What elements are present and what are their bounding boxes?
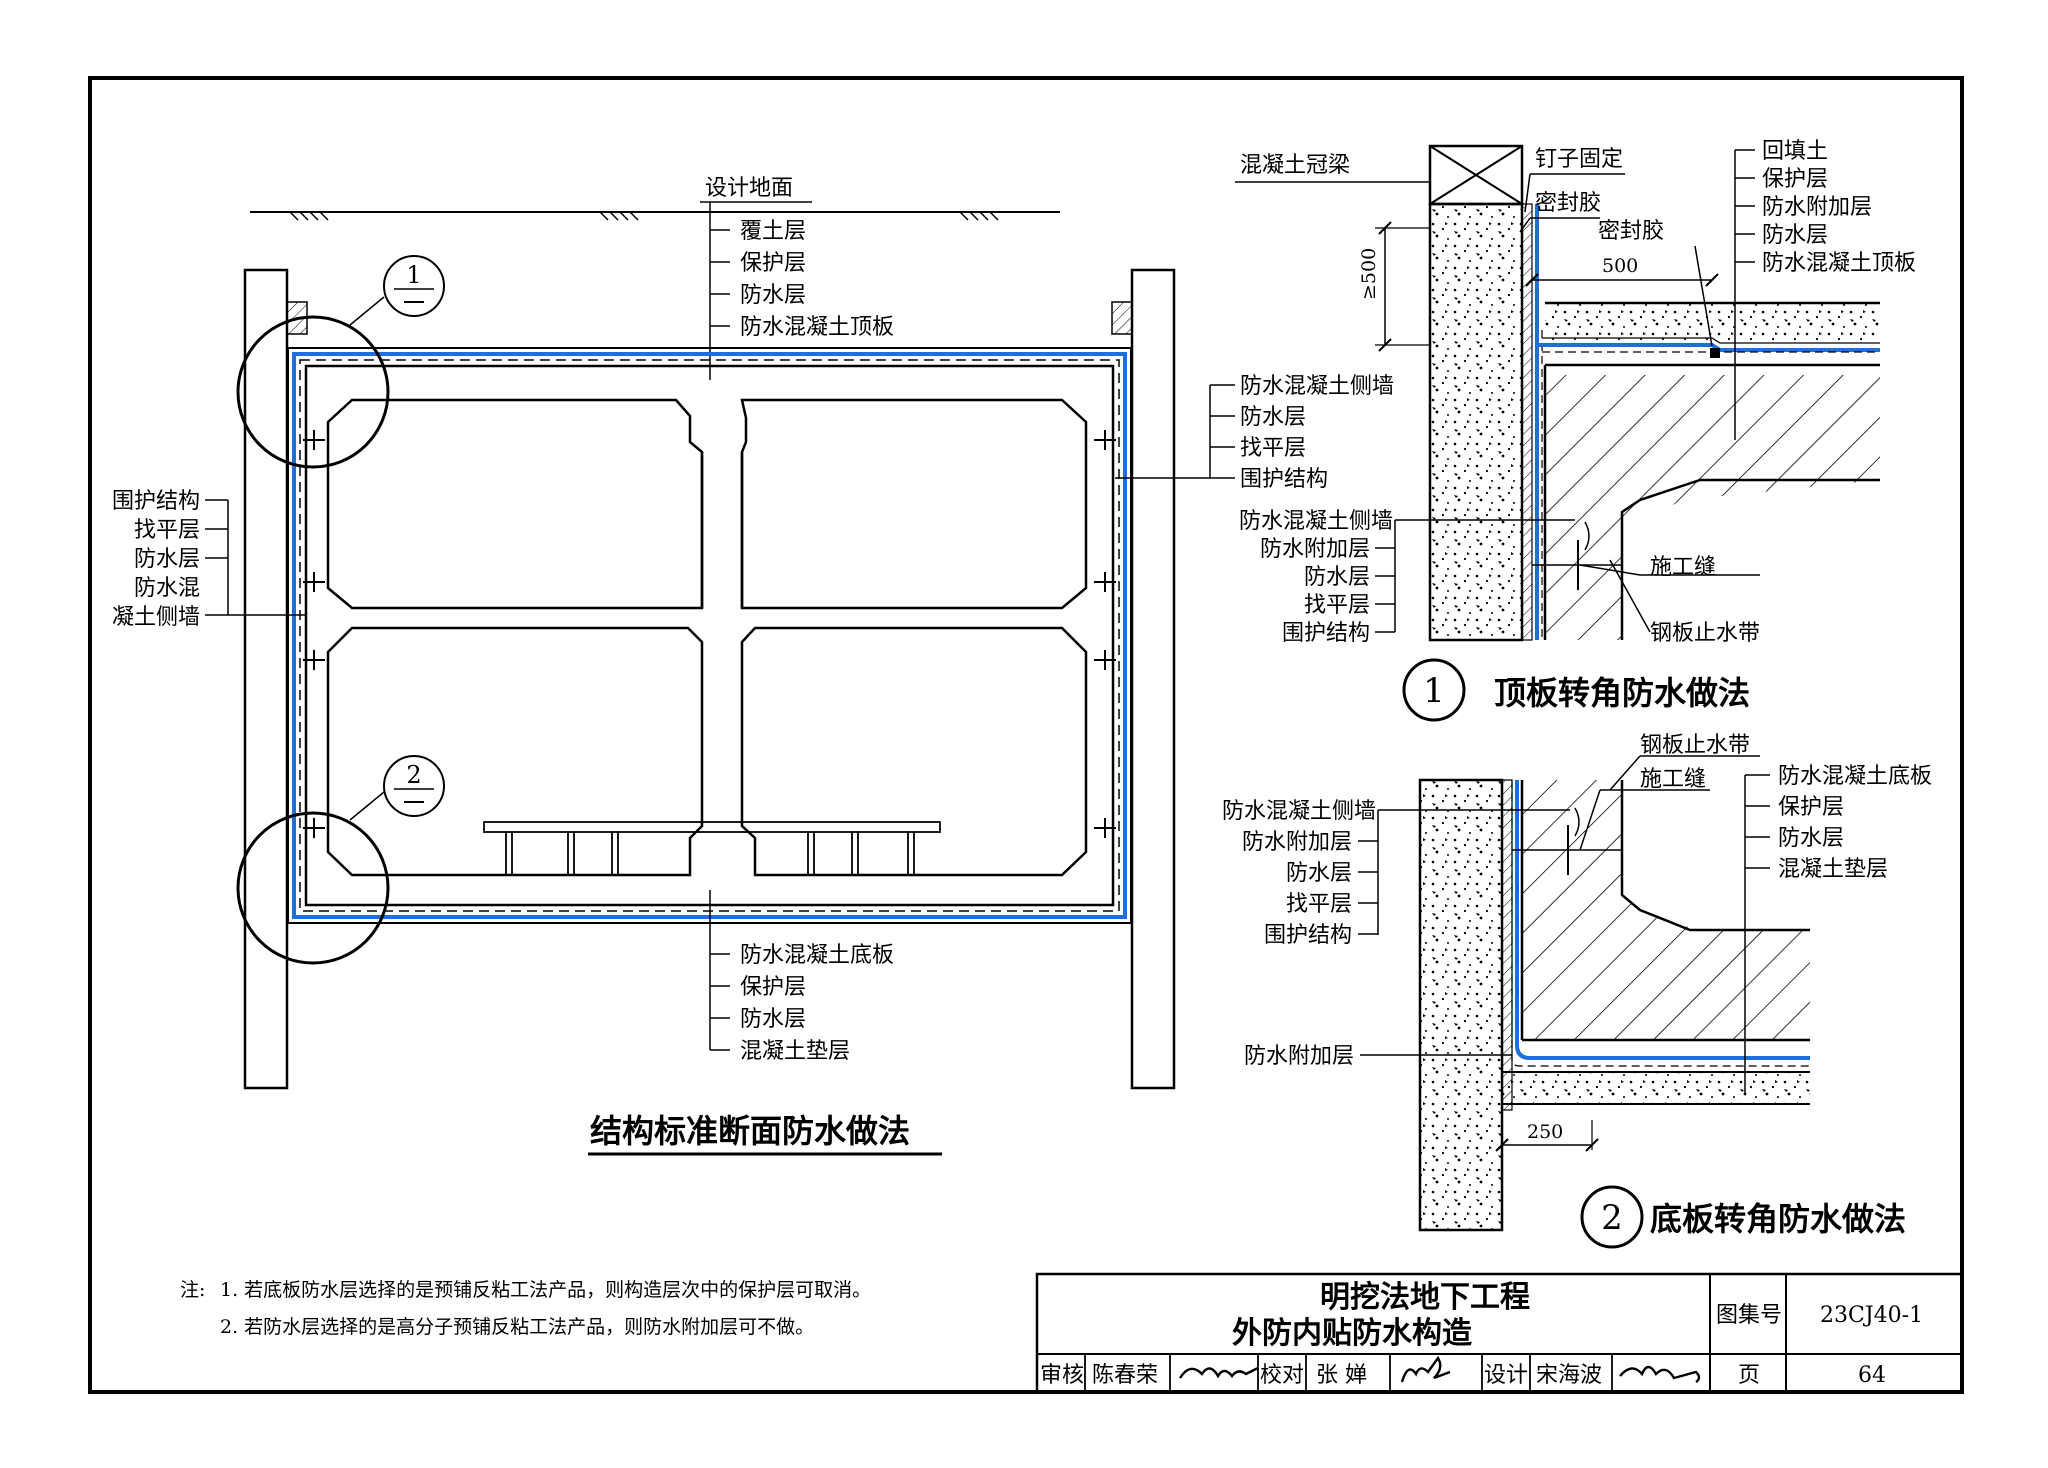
- bottom-label: 防水附加层: [1244, 1044, 1354, 1069]
- callout-1-number: 1: [406, 261, 421, 289]
- detail-2-number: 2: [1601, 1198, 1623, 1238]
- waterproof-envelope: [287, 347, 1132, 924]
- detail-1-number-circle: [1402, 658, 1466, 722]
- top-label: 覆土层: [740, 219, 806, 244]
- detail1-right-label: 防水附加层: [1762, 195, 1872, 220]
- right-label: 防水混凝土侧墙: [1240, 374, 1394, 399]
- top-label: 防水层: [740, 283, 806, 308]
- detail1-right-label: 回填土: [1762, 139, 1828, 164]
- detail-2: 250 施工缝 钢板止水带 防水混凝土底板 保护层 防水层 混凝土垫层 防水混凝…: [1222, 733, 1932, 1249]
- design-label: 设计: [1484, 1363, 1528, 1388]
- detail1-left-label: 防水层: [1304, 565, 1370, 590]
- page-number: 64: [1858, 1363, 1886, 1388]
- detail2-left-label: 防水附加层: [1242, 830, 1352, 855]
- detail1-left-label: 防水附加层: [1260, 537, 1370, 562]
- callout-tag-1: [383, 255, 445, 317]
- right-label: 防水层: [1240, 405, 1306, 430]
- crown-beam-label: 混凝土冠梁: [1240, 153, 1350, 178]
- bottom-label: 混凝土垫层: [740, 1039, 850, 1064]
- detail2-left-label: 防水混凝土侧墙: [1222, 799, 1376, 824]
- nail-label: 钉子固定: [1535, 147, 1623, 172]
- top-label: 保护层: [740, 251, 806, 276]
- right-label: 围护结构: [1240, 467, 1328, 492]
- left-label: 围护结构: [112, 489, 200, 514]
- left-label: 找平层: [134, 518, 200, 543]
- width-dim: 250: [1527, 1121, 1563, 1143]
- detail-1-title: 顶板转角防水做法: [1494, 674, 1750, 712]
- notes-prefix: 注:: [180, 1279, 205, 1301]
- left-retaining-pile: [243, 268, 289, 1090]
- sealant-label: 密封胶: [1598, 219, 1664, 244]
- concrete-structure: [304, 364, 1115, 907]
- joint-label: 施工缝: [1650, 555, 1716, 580]
- callout-tag-2: [383, 755, 445, 817]
- bottom-label: 防水混凝土底板: [740, 943, 894, 968]
- main-section-title: 结构标准断面防水做法: [590, 1112, 910, 1150]
- title-block-title-1: 明挖法地下工程: [1320, 1280, 1530, 1315]
- joint-label: 施工缝: [1640, 767, 1706, 792]
- detail-1-number: 1: [1423, 671, 1445, 711]
- note-item: 2. 若防水层选择的是高分子预铺反粘工法产品，则防水附加层可不做。: [220, 1316, 814, 1338]
- detail2-left-label: 围护结构: [1264, 923, 1352, 948]
- note-item: 1. 若底板防水层选择的是预铺反粘工法产品，则构造层次中的保护层可取消。: [220, 1279, 871, 1301]
- detail2-right-label: 防水混凝土底板: [1778, 764, 1932, 789]
- designer-signature: [1619, 1365, 1701, 1383]
- reviewer-name: 陈春荣: [1092, 1363, 1158, 1388]
- detail2-left-label: 找平层: [1286, 892, 1352, 917]
- detail2-left-label: 防水层: [1286, 861, 1352, 886]
- title-block: 明挖法地下工程 外防内贴防水构造 图集号 23CJ40-1 页 64 审核 陈春…: [1035, 1272, 1964, 1394]
- waterstop-label: 钢板止水带: [1650, 621, 1760, 646]
- detail2-right-label: 混凝土垫层: [1778, 857, 1888, 882]
- review-label: 审核: [1040, 1363, 1084, 1388]
- designer-name: 宋海波: [1536, 1363, 1602, 1388]
- atlas-label: 图集号: [1716, 1303, 1782, 1328]
- left-label: 防水层: [134, 547, 200, 572]
- left-label: 防水混: [134, 576, 200, 601]
- detail1-left-label: 防水混凝土侧墙: [1239, 509, 1393, 534]
- notes: 注: 1. 若底板防水层选择的是预铺反粘工法产品，则构造层次中的保护层可取消。 …: [180, 1279, 871, 1338]
- waterstop-label: 钢板止水带: [1640, 733, 1750, 758]
- checker-signature: [1400, 1355, 1451, 1383]
- callout-2-number: 2: [406, 761, 421, 789]
- right-retaining-pile: [1130, 268, 1176, 1090]
- ground-label: 设计地面: [705, 176, 793, 201]
- sealant-label: 密封胶: [1535, 191, 1601, 216]
- top-label: 防水混凝土顶板: [740, 315, 894, 340]
- detail1-left-label: 找平层: [1304, 593, 1370, 618]
- detail1-left-label: 围护结构: [1282, 621, 1370, 646]
- bottom-label: 防水层: [740, 1007, 806, 1032]
- detail2-right-label: 保护层: [1778, 795, 1844, 820]
- left-label: 凝土侧墙: [112, 605, 200, 630]
- page-label: 页: [1738, 1363, 1760, 1388]
- detail1-right-label: 保护层: [1762, 167, 1828, 192]
- height-dim: ≥500: [1358, 248, 1380, 300]
- title-block-title-2: 外防内贴防水构造: [1232, 1316, 1472, 1351]
- checker-name: 张 婵: [1316, 1363, 1367, 1388]
- detail2-right-label: 防水层: [1778, 826, 1844, 851]
- reviewer-signature: [1178, 1366, 1259, 1379]
- right-label: 找平层: [1240, 436, 1306, 461]
- detail-1: 混凝土冠梁 钉子固定 密封胶 密封胶 ≥500 500 回填土 保护层 防水附加…: [1235, 139, 1916, 722]
- detail-2-title: 底板转角防水做法: [1650, 1200, 1906, 1238]
- detail1-right-label: 防水层: [1762, 223, 1828, 248]
- detail1-right-label: 防水混凝土顶板: [1762, 251, 1916, 276]
- main-section: 设计地面: [112, 176, 1394, 1156]
- check-label: 校对: [1260, 1363, 1304, 1388]
- bottom-label: 保护层: [740, 975, 806, 1000]
- callout-circle-1: [236, 315, 390, 469]
- callout-circle-2: [236, 811, 390, 965]
- width-dim: 500: [1602, 255, 1638, 277]
- drawing-frame: [88, 76, 1964, 1394]
- detail-2-number-circle: [1580, 1185, 1644, 1249]
- atlas-number: 23CJ40-1: [1820, 1303, 1923, 1328]
- upper-left-chamber: [328, 400, 692, 452]
